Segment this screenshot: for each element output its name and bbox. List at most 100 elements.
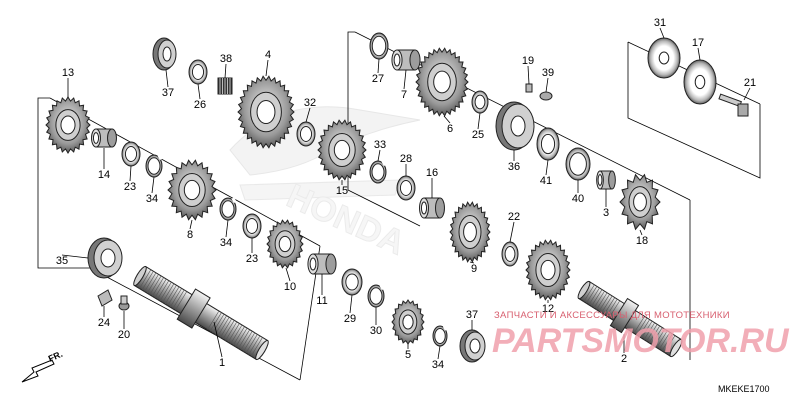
callout-36: 36 [508,161,520,173]
gear-10 [266,219,304,269]
washer-23a [121,141,141,167]
front-direction-arrow: FR. [21,349,64,383]
bushing-14 [91,128,117,148]
mainshaft-2 [577,280,683,358]
leader-c33 [377,149,381,162]
callout-33: 33 [374,139,386,151]
leader-c38 [224,63,227,79]
circlip-34b [219,197,237,221]
gear-6 [415,47,469,117]
sprocket-frame [627,42,761,179]
seal-39 [539,91,553,101]
gear-8 [167,159,217,221]
leader-c35 [61,254,89,259]
diagram-code: MKEKE1700 [718,384,770,394]
oil-seal-41 [536,127,560,161]
leader-c34b [225,219,229,238]
callout-34: 34 [220,237,232,249]
gear-13 [45,96,91,154]
leader-c41 [545,159,549,176]
callout-4: 4 [265,49,271,61]
bushing-11 [307,253,337,275]
callout-39: 39 [542,67,554,79]
leader-c7 [403,69,407,90]
callout-30: 30 [370,325,382,337]
arrow-icon [21,359,55,383]
washer-25 [471,90,489,114]
callout-17: 17 [692,37,704,49]
callout-11: 11 [316,295,327,307]
leader-c31 [659,27,665,39]
callout-8: 8 [187,229,193,241]
callout-3: 3 [603,207,609,219]
gear-12 [525,239,571,301]
callout-24: 24 [98,317,110,329]
callout-12: 12 [542,303,554,315]
callout-40: 40 [572,193,584,205]
gear-5 [391,299,425,345]
callout-41: 41 [540,175,552,187]
callout-35: 35 [56,255,68,267]
watermark: ЗАПЧАСТИ И АКСЕССУАРЫ ДЛЯ МОТОТЕХНИКИ PA… [492,310,790,360]
bushing-16 [419,197,445,219]
callout-38: 38 [220,53,232,65]
callout-28: 28 [400,153,412,165]
leader-lines [61,27,751,360]
watermark-caption: ЗАПЧАСТИ И АКСЕССУАРЫ ДЛЯ МОТОТЕХНИКИ [494,310,730,321]
callout-22: 22 [508,211,520,223]
callout-16: 16 [426,167,438,179]
washer-32 [296,121,316,147]
collar-3 [596,170,616,190]
parts-layer [45,32,749,363]
leader-c23a [129,165,132,182]
leader-c1 [213,321,223,358]
callout-23: 23 [246,253,258,265]
callout-27: 27 [372,73,384,85]
callout-10: 10 [284,281,296,293]
callout-21: 21 [744,77,756,89]
leader-c22 [509,221,515,243]
bolt-21 [718,93,749,117]
washer-23b [242,213,262,239]
sprocket-18 [619,173,661,231]
callout-34: 34 [146,193,158,205]
leader-c27 [377,58,380,74]
callout-18: 18 [636,235,648,247]
washer-29 [341,268,363,296]
leader-c18 [639,229,643,236]
countershaft-1 [133,265,269,361]
leader-c10 [285,267,291,282]
leader-c39 [545,77,549,93]
needle-bearing-38 [217,77,233,95]
countershaft-frame [37,97,90,269]
leader-c34c [437,345,441,360]
callout-32: 32 [304,97,316,109]
washer-27 [369,32,389,60]
bearing-36 [495,101,535,151]
callout-37: 37 [466,309,478,321]
leader-c32 [305,107,311,123]
leader-c21 [743,87,751,101]
gear-15 [317,119,367,181]
circlip-30 [367,284,385,308]
callout-5: 5 [405,349,411,361]
leader-c8 [189,219,193,230]
bearing-37-upper [152,37,177,71]
washer-31 [647,37,681,79]
callout-34: 34 [432,359,444,371]
gear-9 [449,201,491,263]
leader-c17 [697,47,701,61]
callout-26: 26 [194,99,206,111]
callout-20: 20 [118,329,130,341]
leader-c26 [197,83,201,100]
callout-2: 2 [621,353,627,365]
washer-26 [188,59,208,85]
washer-28 [396,175,416,201]
needle-ring-40 [565,147,591,181]
callout-19: 19 [522,55,534,67]
callout-23: 23 [124,181,136,193]
circlip-34c [432,325,448,347]
set-plate-24 [97,289,113,307]
leader-c34a [151,176,155,194]
